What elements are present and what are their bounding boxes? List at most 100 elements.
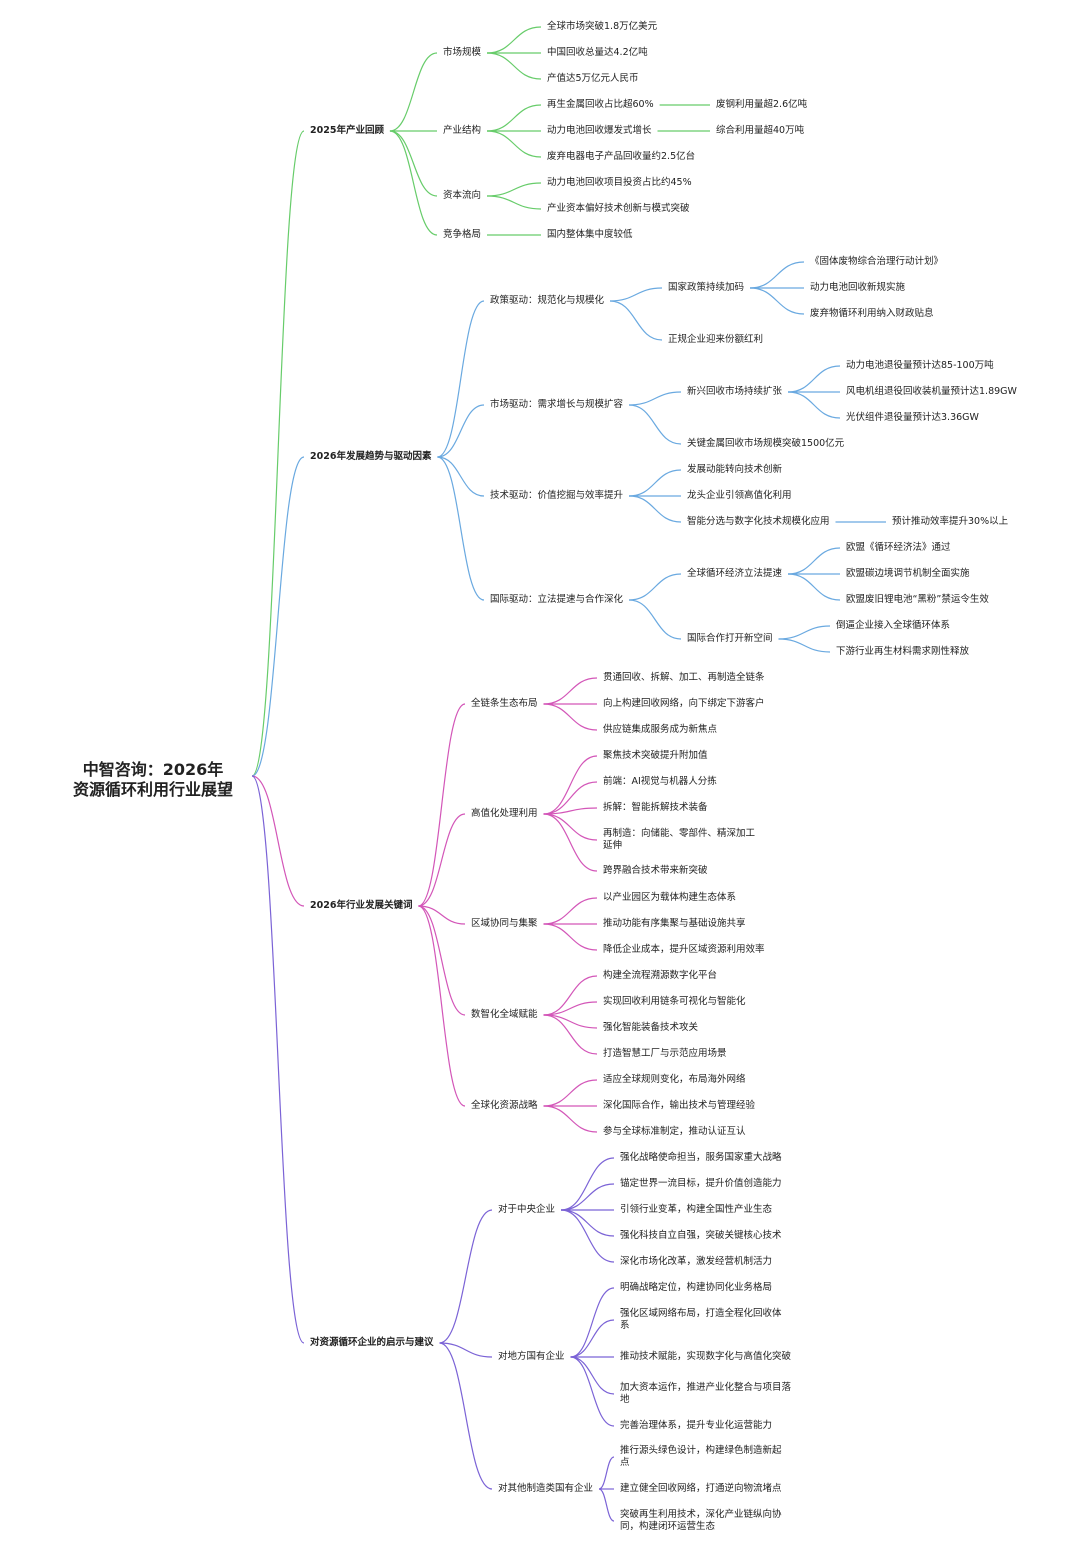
edge-2-1-0: [543, 755, 598, 815]
node-0-1-2: 废弃电器电子产品回收量约2.5亿台: [547, 151, 696, 162]
node-1-1-0-2: 光伏组件退役量预计达3.36GW: [846, 412, 979, 423]
node-3: 对资源循环企业的启示与建议: [310, 1337, 434, 1348]
edge-3-1-4: [570, 1356, 615, 1427]
node-0-1: 产业结构: [443, 125, 482, 136]
edge-3-2-2: [598, 1488, 615, 1522]
node-0-0: 市场规模: [443, 47, 482, 58]
node-3-2: 对其他制造类国有企业: [498, 1483, 594, 1494]
edge-3-1: [439, 1342, 493, 1358]
node-1-2-1: 龙头企业引领高值化利用: [687, 490, 792, 501]
edge-1-3-0-2: [787, 573, 841, 601]
node-2-1-4: 跨界融合技术带来新突破: [603, 865, 708, 876]
node-2-1-0: 聚焦技术突破提升附加值: [603, 750, 708, 761]
node-2-3-0: 构建全流程溯源数字化平台: [603, 970, 718, 981]
node-1-2-2-0: 预计推动效率提升30%以上: [892, 516, 1009, 527]
node-1-2-2: 智能分选与数字化技术规模化应用: [687, 516, 830, 527]
node-0-1-0: 再生金属回收占比超60%: [547, 99, 654, 110]
node-3-2-1: 建立健全回收网络，打通逆向物流堵点: [620, 1483, 782, 1494]
edge-3-0: [439, 1209, 493, 1344]
node-0-0-0: 全球市场突破1.8万亿美元: [547, 21, 658, 32]
node-0-1-0-0: 废钢利用量超2.6亿吨: [716, 99, 808, 110]
edge-3-0-0: [560, 1157, 615, 1211]
node-1-0-0-2: 废弃物循环利用纳入财政贴息: [810, 308, 934, 319]
node-1-3-0: 全球循环经济立法提速: [687, 568, 783, 579]
node-3-0-3: 强化科技自立自强，突破关键核心技术: [620, 1230, 782, 1241]
node-3-2-0: 推行源头绿色设计，构建绿色制造新起点: [620, 1445, 782, 1468]
edge-1-3-0: [628, 573, 682, 601]
edge-0-0: [389, 52, 438, 132]
root-title-line2: 资源循环利用行业展望: [72, 780, 233, 799]
edge-2-1: [418, 813, 466, 907]
edge-2-1-2: [543, 807, 598, 815]
node-2-2-2: 降低企业成本，提升区域资源利用效率: [603, 944, 765, 955]
edge-2-3: [418, 905, 466, 1016]
node-3-1: 对地方国有企业: [498, 1351, 565, 1362]
node-3-1-0: 明确战略定位，构建协同化业务格局: [620, 1282, 773, 1293]
edge-root-2: [251, 775, 305, 907]
node-1-0: 政策驱动：规范化与规模化: [490, 295, 605, 306]
edge-1-0-0-0: [749, 261, 805, 289]
edge-1-2-2: [628, 495, 682, 523]
node-1-3: 国际驱动：立法提速与合作深化: [490, 594, 624, 605]
edge-2-2-0: [543, 897, 598, 925]
edge-2-3-3: [543, 1014, 598, 1055]
edge-3-0-3: [560, 1209, 615, 1237]
edge-2-4-0: [543, 1079, 598, 1107]
node-2-2-0: 以产业园区为载体构建生态体系: [603, 892, 737, 903]
edge-0-2-0: [486, 182, 542, 197]
edge-2-4: [418, 905, 466, 1107]
edge-0-1-2: [486, 130, 542, 158]
edge-0-2: [389, 130, 438, 197]
edge-2-1-4: [543, 813, 598, 872]
node-0-2-0: 动力电池回收项目投资占比约45%: [547, 177, 692, 188]
node-1-0-0-0: 《固体废物综合治理行动计划》: [810, 256, 944, 267]
root-title: 中智咨询：2026年 资源循环利用行业展望: [58, 760, 248, 800]
node-3-0-1: 锚定世界一流目标，提升价值创造能力: [620, 1178, 782, 1189]
edge-3-2-0: [598, 1456, 615, 1490]
edge-1-1-0: [628, 391, 682, 406]
edge-2-2-2: [543, 923, 598, 951]
edge-2-2: [418, 905, 466, 925]
node-2-4-2: 参与全球标准制定，推动认证互认: [603, 1126, 746, 1137]
edge-1-1: [437, 404, 485, 458]
edge-root-1: [251, 456, 305, 777]
node-2-3-2: 强化智能装备技术攻关: [603, 1022, 699, 1033]
node-1-0-1: 正规企业迎来份额红利: [668, 334, 764, 345]
node-1-1-0-1: 风电机组退役回收装机量预计达1.89GW: [846, 386, 1017, 397]
node-3-1-1: 强化区域网络布局，打造全程化回收体系: [620, 1308, 782, 1331]
edge-1-0-0: [609, 287, 663, 302]
node-1-1-1: 关键金属回收市场规模突破1500亿元: [687, 438, 845, 449]
edge-1-3-0-0: [787, 547, 841, 575]
edge-1-3-1: [628, 599, 682, 640]
node-0-1-1-0: 综合利用量超40万吨: [716, 125, 805, 136]
node-1-1-0: 新兴回收市场持续扩张: [687, 386, 783, 397]
node-3-0: 对于中央企业: [498, 1204, 556, 1215]
node-3-0-0: 强化战略使命担当，服务国家重大战略: [620, 1152, 782, 1163]
node-3-2-2: 突破再生利用技术，深化产业链纵向协同，构建闭环运营生态: [620, 1509, 782, 1532]
node-1-1: 市场驱动：需求增长与规模扩容: [490, 399, 624, 410]
node-1-1-0-0: 动力电池退役量预计达85-100万吨: [846, 360, 994, 371]
node-2-4-1: 深化国际合作，输出技术与管理经验: [603, 1100, 756, 1111]
edge-1-3: [437, 456, 485, 601]
edge-2-0: [418, 703, 466, 907]
node-1-2-0: 发展动能转向技术创新: [687, 464, 783, 475]
edge-1-3-1-0: [778, 625, 831, 640]
node-0-2-1: 产业资本偏好技术创新与模式突破: [547, 203, 690, 214]
node-2-4-0: 适应全球规则变化，布局海外网络: [603, 1074, 746, 1085]
node-1-3-1-0: 倒逼企业接入全球循环体系: [836, 620, 951, 631]
edge-2-4-2: [543, 1105, 598, 1133]
edge-1-3-1-1: [778, 638, 831, 653]
edge-3-0-1: [560, 1183, 615, 1211]
edge-0-2-1: [486, 195, 542, 210]
root-title-line1: 中智咨询：2026年: [82, 760, 224, 779]
edge-2-1-1: [543, 781, 598, 815]
node-2: 2026年行业发展关键词: [310, 900, 413, 911]
node-2-3-1: 实现回收利用链条可视化与智能化: [603, 996, 746, 1007]
node-1-3-1: 国际合作打开新空间: [687, 633, 773, 644]
node-2-3-3: 打造智慧工厂与示范应用场景: [603, 1048, 727, 1059]
edge-2-1-3: [543, 813, 598, 841]
edge-0-1-0: [486, 104, 542, 132]
edge-1-1-0-2: [787, 391, 841, 419]
edge-1-2-0: [628, 469, 682, 497]
